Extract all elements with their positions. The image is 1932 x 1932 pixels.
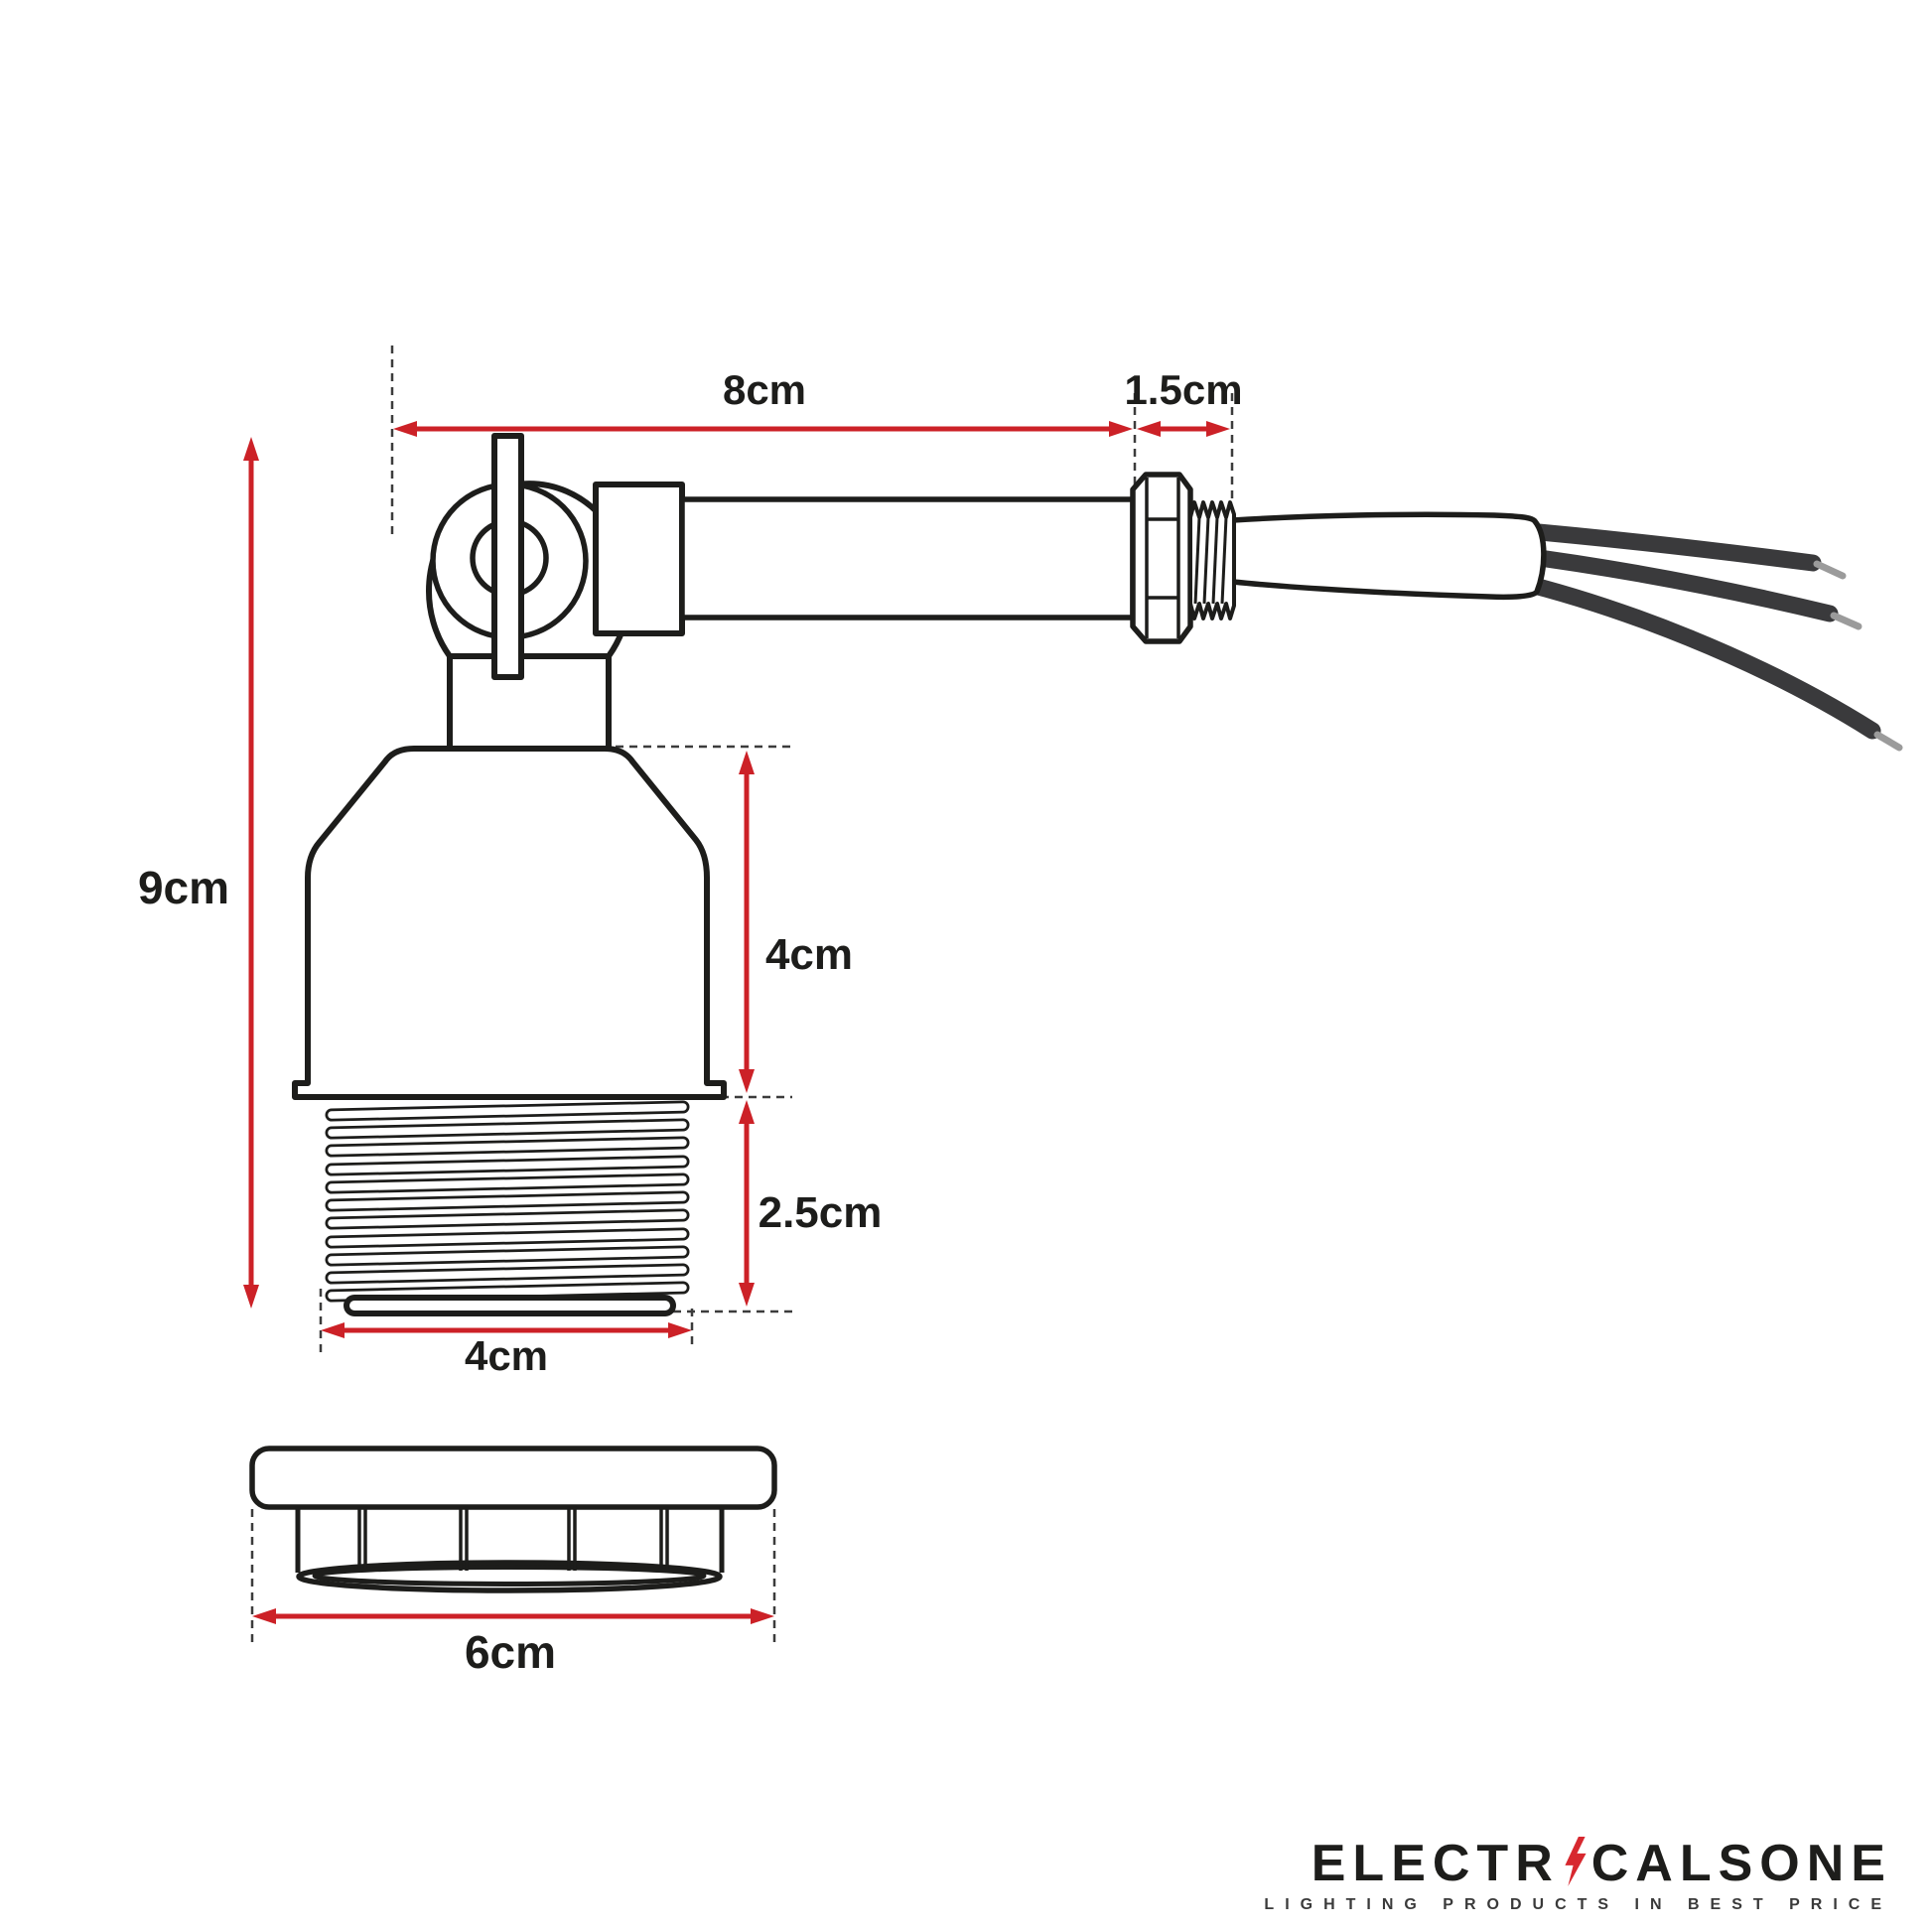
dim-label-nipple-length: 1.5cm bbox=[1124, 366, 1242, 413]
wire-tip bbox=[1873, 731, 1903, 752]
dim-label-total-height: 9cm bbox=[138, 862, 229, 913]
threaded-nipple bbox=[1188, 500, 1236, 621]
dim-label-thread-width: 4cm bbox=[465, 1332, 548, 1379]
arrow-up-icon bbox=[243, 437, 259, 461]
joint-neck-fill bbox=[453, 659, 606, 751]
dim-label-arm-length: 8cm bbox=[723, 366, 806, 413]
dimension-lines bbox=[243, 421, 1230, 1624]
brand-tagline: LIGHTING PRODUCTS IN BEST PRICE bbox=[1264, 1896, 1892, 1913]
wires bbox=[1485, 519, 1903, 752]
nipple-thread-line bbox=[1202, 516, 1210, 605]
socket-screw-thread bbox=[325, 1100, 690, 1316]
arrow-up-icon bbox=[739, 1100, 755, 1124]
arm-block bbox=[593, 482, 685, 636]
dim-label-ring-diameter: 6cm bbox=[465, 1626, 556, 1678]
wire-bottom bbox=[1485, 567, 1881, 740]
arrow-right-icon bbox=[1206, 421, 1230, 437]
cable-sleeve bbox=[1230, 511, 1547, 601]
brand-name-right: CALSONE bbox=[1590, 1834, 1892, 1892]
dimension-guides bbox=[250, 345, 1234, 1648]
wire-tip bbox=[1813, 560, 1847, 580]
nipple-thread-line bbox=[1211, 516, 1219, 605]
dim-label-thread-height: 2.5cm bbox=[759, 1188, 883, 1237]
arrow-right-icon bbox=[668, 1322, 692, 1338]
thread-coils bbox=[325, 1100, 690, 1303]
arrow-up-icon bbox=[739, 751, 755, 774]
arrow-right-icon bbox=[1109, 421, 1133, 437]
ring-ribs bbox=[357, 1509, 669, 1571]
arrow-down-icon bbox=[243, 1285, 259, 1309]
hex-nut bbox=[1130, 472, 1193, 644]
nipple-thread-line bbox=[1193, 516, 1201, 605]
arrow-left-icon bbox=[252, 1608, 276, 1624]
arm-tube bbox=[679, 496, 1136, 621]
lightning-bolt-icon bbox=[1565, 1837, 1587, 1886]
socket-body bbox=[292, 746, 727, 1100]
dim-label-body-height: 4cm bbox=[765, 930, 853, 979]
arrow-left-icon bbox=[321, 1322, 345, 1338]
shade-ring bbox=[249, 1446, 777, 1593]
arrow-down-icon bbox=[739, 1069, 755, 1093]
brand-name: ELECTR CALSONE bbox=[1264, 1837, 1892, 1889]
ring-plate bbox=[249, 1446, 777, 1510]
nipple-thread-line bbox=[1220, 516, 1228, 605]
arrow-left-icon bbox=[393, 421, 417, 437]
arrow-right-icon bbox=[751, 1608, 774, 1624]
ring-bottom-inner-rim bbox=[312, 1565, 707, 1587]
arrow-down-icon bbox=[739, 1283, 755, 1307]
arrow-left-icon bbox=[1137, 421, 1161, 437]
arm-assembly bbox=[593, 482, 1136, 636]
hex-nut-outline bbox=[1130, 472, 1193, 644]
joint-pin bbox=[491, 433, 524, 680]
brand-logo: ELECTR CALSONE LIGHTING PRODUCTS IN BEST… bbox=[1264, 1837, 1892, 1914]
wire-tip bbox=[1830, 612, 1863, 630]
brand-name-left: ELECTR bbox=[1311, 1834, 1560, 1892]
